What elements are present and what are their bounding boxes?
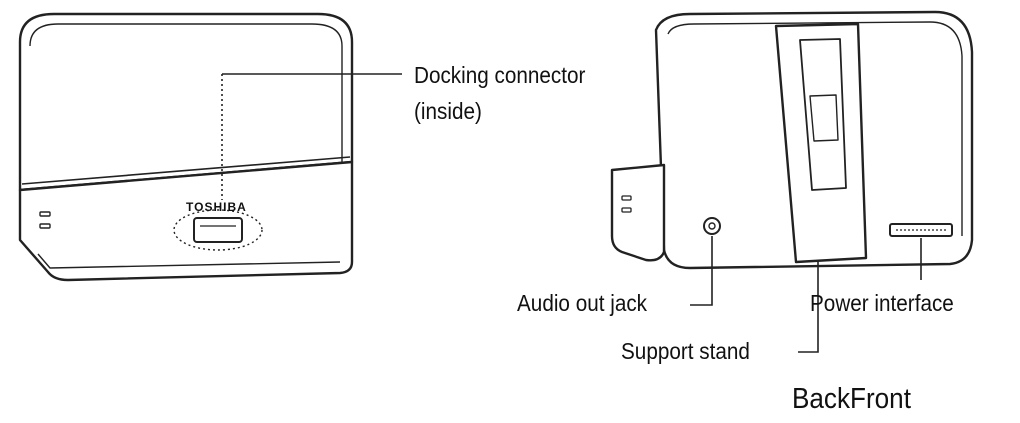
callout-leaders xyxy=(690,236,922,353)
docking-connector-leader xyxy=(221,73,402,200)
dock-back-plate xyxy=(18,12,354,192)
dock-back-view xyxy=(610,10,974,270)
dock-side-slot xyxy=(39,211,51,217)
label-support-stand: Support stand xyxy=(621,338,750,364)
audio-jack-leader xyxy=(690,236,713,306)
dock-base-lower-line xyxy=(37,253,341,269)
dock-side-slot xyxy=(621,207,632,213)
support-stand-leader xyxy=(798,262,819,353)
dock-back-plate-rim xyxy=(29,23,343,162)
support-stand xyxy=(774,22,868,264)
dock-rear-panel-line xyxy=(667,21,963,236)
support-stand-inner xyxy=(809,94,839,142)
label-audio-out-jack: Audio out jack xyxy=(517,290,648,316)
dock-side-slot xyxy=(621,195,632,201)
dock-base-ledge xyxy=(21,156,351,185)
toshiba-logo: TOSHIBA xyxy=(186,200,247,214)
audio-out-jack-hole xyxy=(708,222,716,230)
dock-front-view xyxy=(18,12,354,282)
dock-side-wing xyxy=(610,163,666,262)
support-stand-slot xyxy=(799,38,847,191)
label-docking-connector-inside: (inside) xyxy=(414,98,482,124)
label-power-interface: Power interface xyxy=(810,290,954,316)
docking-connector-port xyxy=(193,217,243,243)
label-docking-connector: Docking connector xyxy=(414,62,586,88)
connector-highlight-ellipse xyxy=(173,209,263,251)
dock-side-slot xyxy=(39,223,51,229)
dock-base-front xyxy=(18,160,354,282)
figure-caption: BackFront xyxy=(792,383,911,415)
